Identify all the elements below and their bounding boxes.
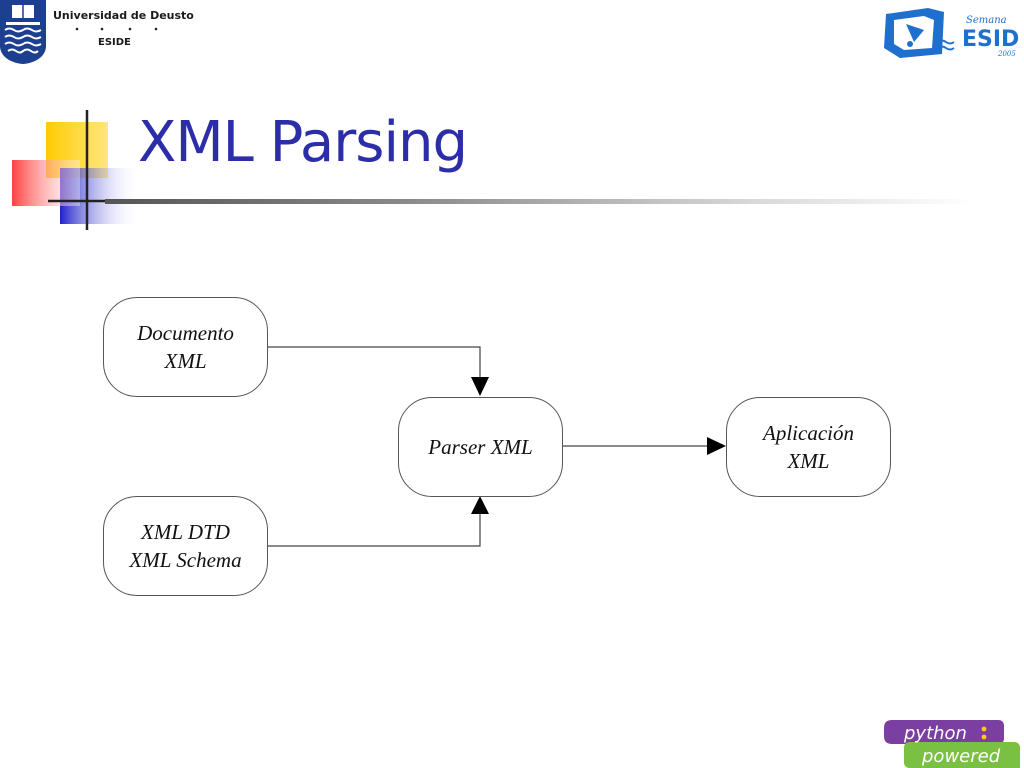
node-documento-xml-line-1: Documento — [137, 321, 234, 345]
edge-documento-to-parser — [268, 346, 481, 378]
svg-text:python: python — [903, 723, 967, 744]
edge-schema-to-parser — [268, 513, 481, 547]
decorative-dots — [75, 27, 158, 31]
node-aplicacion-xml-line-1: Aplicación — [763, 421, 854, 445]
node-parser-xml: Parser XML — [398, 397, 563, 497]
university-shield-icon — [0, 0, 46, 64]
arrowhead-up — [471, 496, 489, 514]
node-aplicacion-xml: Aplicación XML — [726, 397, 891, 497]
node-documento-xml: Documento XML — [103, 297, 268, 397]
svg-text:Semana: Semana — [966, 15, 1007, 26]
python-powered-badge-icon: python powered — [884, 720, 1020, 768]
title-decoration — [12, 110, 140, 230]
arrowhead-down — [471, 377, 489, 396]
title-underline — [105, 199, 975, 204]
node-documento-xml-line-2: XML — [164, 349, 207, 373]
arrowhead-right — [707, 437, 726, 455]
node-xml-dtd-schema: XML DTD XML Schema — [103, 496, 268, 596]
node-parser-xml-line-1: Parser XML — [428, 435, 533, 459]
node-xml-dtd-schema-line-1: XML DTD — [141, 520, 230, 544]
university-name: Universidad de Deusto — [53, 9, 194, 22]
slide-title: XML Parsing — [138, 110, 468, 175]
node-xml-dtd-schema-line-2: XML Schema — [129, 548, 242, 572]
svg-text:2005: 2005 — [997, 50, 1016, 58]
node-aplicacion-xml-line-2: XML — [787, 449, 830, 473]
svg-text:ESIDE: ESIDE — [962, 27, 1020, 52]
faculty-name: ESIDE — [98, 37, 131, 48]
svg-text:powered: powered — [921, 746, 1001, 767]
semana-eside-logo-icon: Semana ESIDE 2005 — [884, 8, 1020, 58]
